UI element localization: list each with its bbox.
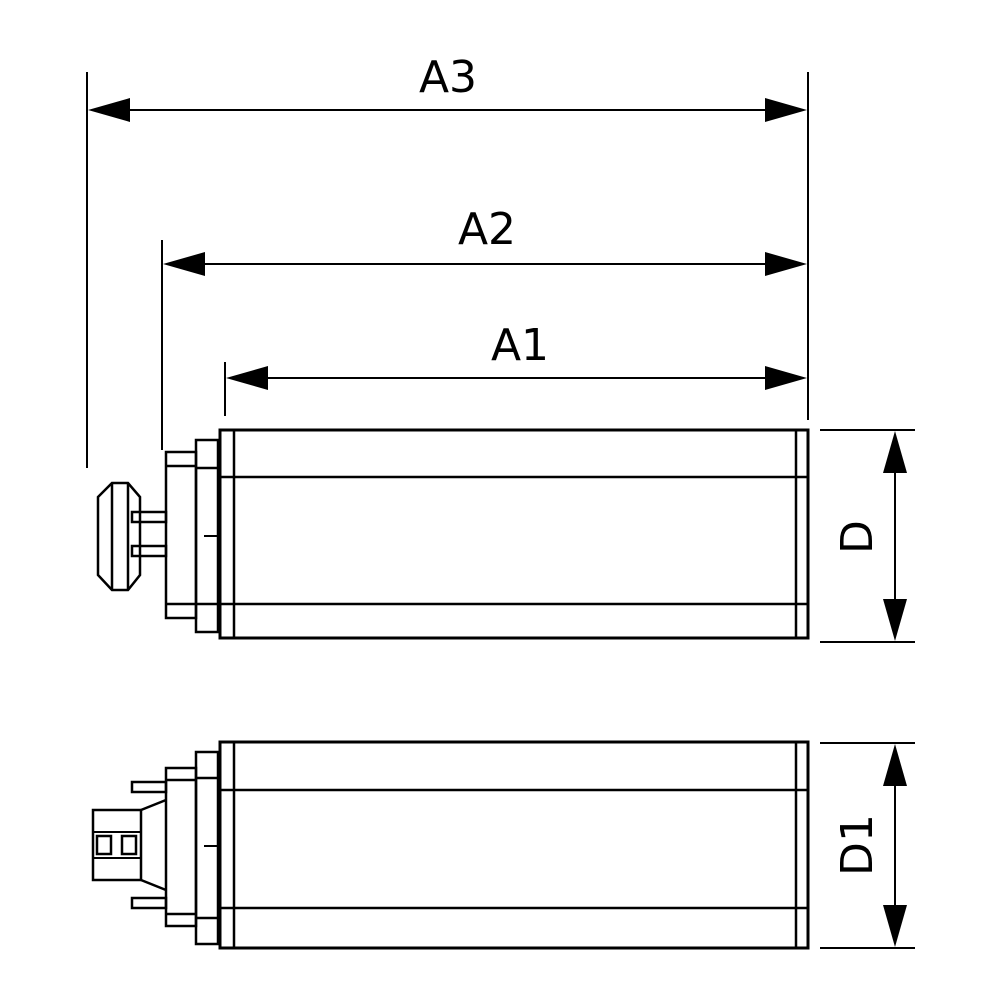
side-view-base xyxy=(164,438,220,634)
top-connector-bevel xyxy=(140,798,167,812)
d1-label: D1 xyxy=(832,814,883,876)
top-view-base xyxy=(164,750,220,946)
a3-arrow-left xyxy=(88,98,130,122)
top-tube-outline xyxy=(218,740,810,950)
dimension-a3: A3 xyxy=(86,52,809,468)
a2-label: A2 xyxy=(458,204,516,255)
a2-arrow-left xyxy=(163,252,205,276)
d1-arrow-bottom xyxy=(883,905,907,947)
side-pin-lower xyxy=(130,544,168,558)
top-connector-key-left xyxy=(95,834,113,856)
top-pin-lower xyxy=(130,896,168,910)
dimension-d1: D1 xyxy=(820,742,915,949)
top-connector-housing xyxy=(91,808,143,882)
d-label: D xyxy=(832,520,883,554)
top-base-collar xyxy=(194,750,220,946)
a1-arrow-left xyxy=(226,366,268,390)
side-view xyxy=(96,428,810,640)
a3-arrow-right xyxy=(765,98,807,122)
side-pin-upper xyxy=(130,510,168,524)
side-view-pin-connector xyxy=(96,481,168,592)
top-pin-upper xyxy=(130,780,168,794)
dimension-a1: A1 xyxy=(224,320,807,416)
top-connector-key-right xyxy=(120,834,138,856)
side-tube-outline xyxy=(218,428,810,640)
side-base-outer xyxy=(164,450,198,620)
a3-label: A3 xyxy=(419,52,477,103)
dimension-d: D xyxy=(820,429,915,643)
d1-arrow-top xyxy=(883,744,907,786)
top-view-tube xyxy=(218,740,810,950)
top-view-pin-connector xyxy=(91,780,168,910)
a1-arrow-right xyxy=(765,366,807,390)
side-connector-housing xyxy=(96,481,142,592)
top-view xyxy=(91,740,810,950)
top-connector-bevel xyxy=(140,878,167,892)
a1-label: A1 xyxy=(491,320,549,371)
dimension-a2: A2 xyxy=(161,204,807,450)
a2-arrow-right xyxy=(765,252,807,276)
d-arrow-top xyxy=(883,431,907,473)
d-arrow-bottom xyxy=(883,599,907,641)
top-base-outer xyxy=(164,766,198,928)
side-view-tube xyxy=(218,428,810,640)
